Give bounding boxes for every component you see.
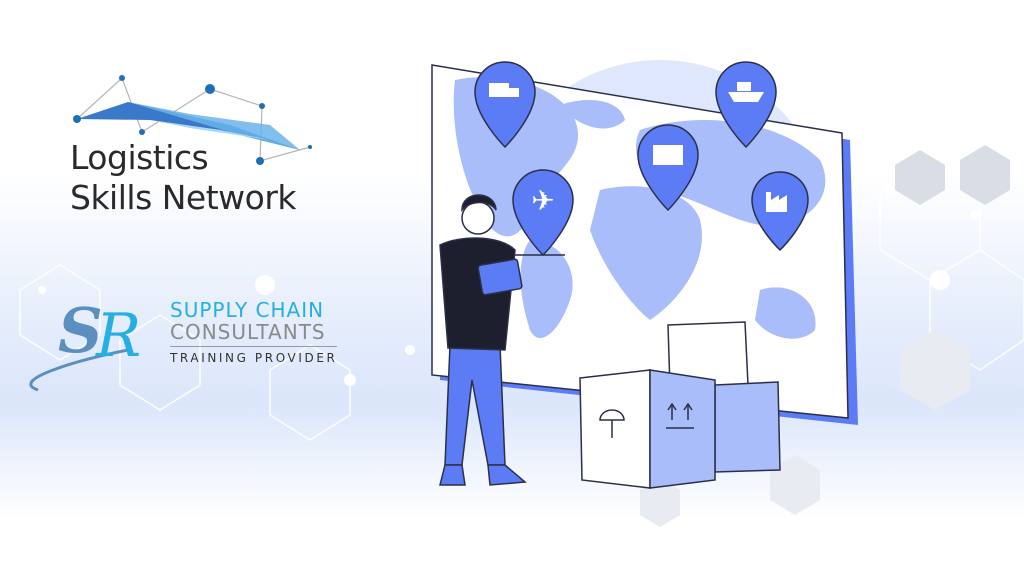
person-figure bbox=[439, 194, 565, 486]
scc-line-3: TRAINING PROVIDER bbox=[170, 351, 338, 365]
pin-factory bbox=[751, 171, 809, 252]
svg-text:S: S bbox=[58, 294, 103, 367]
pin-ship bbox=[715, 61, 777, 149]
lsn-line-2: Skills Network bbox=[70, 178, 297, 217]
pin-store bbox=[637, 124, 699, 212]
scc-line-2: CONSULTANTS bbox=[170, 321, 338, 347]
map-pins: ✈ bbox=[474, 61, 809, 257]
svg-text:R: R bbox=[95, 301, 141, 371]
lsn-logo-text: Logistics Skills Network bbox=[70, 138, 297, 218]
pin-plane: ✈ bbox=[512, 169, 574, 257]
boxes bbox=[579, 321, 781, 489]
scc-line-1: SUPPLY CHAIN bbox=[170, 298, 325, 322]
lsn-logo-mark bbox=[73, 75, 312, 165]
scc-monogram-logo: S R bbox=[29, 294, 141, 392]
scc-logo-text: SUPPLY CHAIN CONSULTANTS TRAINING PROVID… bbox=[170, 298, 338, 365]
pin-truck bbox=[474, 61, 536, 149]
svg-text:✈: ✈ bbox=[531, 184, 554, 217]
lsn-line-1: Logistics bbox=[70, 138, 209, 177]
